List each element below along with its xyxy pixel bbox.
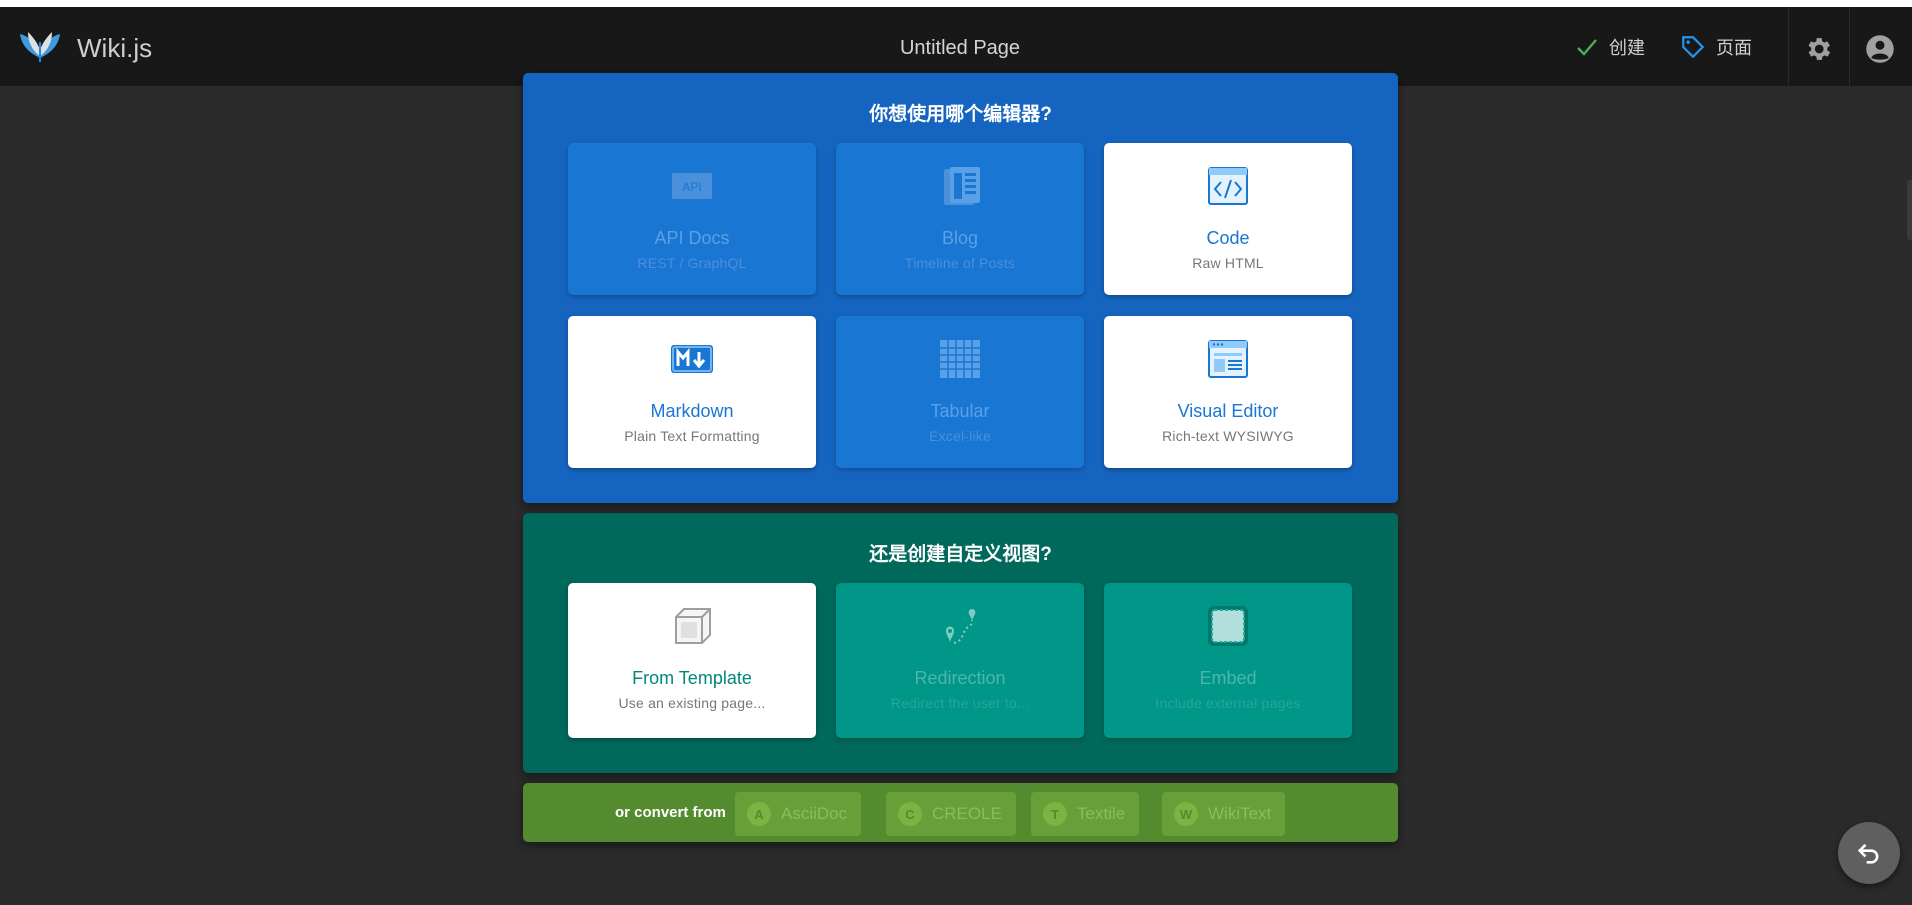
editor-panel: 你想使用哪个编辑器? API API Docs REST / GraphQL B… <box>523 73 1398 503</box>
card-title: Visual Editor <box>1177 401 1279 421</box>
api-icon: API <box>672 173 712 199</box>
embed-icon <box>1208 606 1248 646</box>
undo-fab-button[interactable] <box>1838 822 1900 884</box>
custom-view-panel: 还是创建自定义视图? From Template Use an existing… <box>523 513 1398 773</box>
card-title: Blog <box>941 228 979 248</box>
editor-card-api-docs[interactable]: API API Docs REST / GraphQL <box>568 143 816 295</box>
card-title: From Template <box>632 668 752 688</box>
chip-label: AsciiDoc <box>781 804 848 823</box>
create-button[interactable]: 创建 <box>1575 29 1645 65</box>
card-subtitle: Include external pages <box>1155 695 1301 711</box>
chip-label: Textile <box>1077 804 1126 823</box>
account-icon[interactable] <box>1865 34 1895 64</box>
card-subtitle: REST / GraphQL <box>637 255 747 271</box>
editor-card-code[interactable]: Code Raw HTML <box>1104 143 1352 295</box>
page-label: 页面 <box>1716 38 1752 58</box>
markdown-icon <box>671 345 713 373</box>
cube-icon <box>675 608 711 644</box>
header-divider <box>1849 7 1850 86</box>
convert-chip-wikitext[interactable]: W WikiText <box>1162 792 1286 836</box>
card-subtitle: Use an existing page... <box>618 695 766 711</box>
top-strip <box>0 0 1912 7</box>
editor-panel-heading: 你想使用哪个编辑器? <box>869 104 1052 125</box>
code-icon <box>1208 167 1248 205</box>
svg-text:API: API <box>682 180 701 194</box>
convert-panel: or convert from A AsciiDoc C CREOLE T Te… <box>523 783 1398 842</box>
card-subtitle: Raw HTML <box>1192 255 1264 271</box>
visual-editor-icon <box>1208 340 1248 378</box>
blog-icon <box>944 167 980 205</box>
editor-card-markdown[interactable]: Markdown Plain Text Formatting <box>568 316 816 468</box>
chip-avatar: W <box>1174 802 1198 826</box>
wikijs-logo-icon[interactable] <box>18 28 62 64</box>
convert-chip-asciidoc[interactable]: A AsciiDoc <box>735 792 862 836</box>
page-properties-button[interactable]: 页面 <box>1680 29 1752 65</box>
brand-name[interactable]: Wiki.js <box>77 33 153 63</box>
custom-card-redirection[interactable]: Redirection Redirect the user to... <box>836 583 1084 738</box>
convert-chip-textile[interactable]: T Textile <box>1031 792 1140 836</box>
convert-label: or convert from <box>615 804 726 821</box>
side-drawer-handle[interactable] <box>1907 180 1912 240</box>
custom-panel-heading: 还是创建自定义视图? <box>869 544 1052 565</box>
create-label: 创建 <box>1609 38 1645 58</box>
card-title: Markdown <box>650 401 734 421</box>
table-icon <box>940 340 980 378</box>
card-title: Code <box>1206 228 1250 248</box>
card-title: Embed <box>1199 668 1257 688</box>
chip-label: CREOLE <box>932 804 1002 823</box>
card-title: Tabular <box>930 401 990 421</box>
gear-icon[interactable] <box>1803 34 1833 64</box>
card-title: API Docs <box>654 228 730 248</box>
editor-card-visual-editor[interactable]: Visual Editor Rich-text WYSIWYG <box>1104 316 1352 468</box>
convert-chip-creole[interactable]: C CREOLE <box>886 792 1016 836</box>
chip-avatar: T <box>1043 802 1067 826</box>
check-icon <box>1577 39 1597 56</box>
card-subtitle: Redirect the user to... <box>890 695 1030 711</box>
chip-avatar: A <box>747 802 771 826</box>
page-title: Untitled Page <box>899 37 1021 59</box>
card-title: Redirection <box>914 668 1006 688</box>
card-subtitle: Plain Text Formatting <box>624 428 760 444</box>
card-subtitle: Rich-text WYSIWYG <box>1162 428 1294 444</box>
chip-avatar: C <box>898 802 922 826</box>
custom-card-from-template[interactable]: From Template Use an existing page... <box>568 583 816 738</box>
card-subtitle: Timeline of Posts <box>904 255 1016 271</box>
editor-card-blog[interactable]: Blog Timeline of Posts <box>836 143 1084 295</box>
app-header: Wiki.js Untitled Page 创建 页面 <box>0 7 1912 86</box>
custom-card-embed[interactable]: Embed Include external pages <box>1104 583 1352 738</box>
header-divider <box>1788 7 1789 86</box>
chip-label: WikiText <box>1208 804 1272 823</box>
route-icon <box>946 609 976 644</box>
editor-card-tabular[interactable]: Tabular Excel-like <box>836 316 1084 468</box>
card-subtitle: Excel-like <box>929 428 991 444</box>
undo-icon <box>1857 843 1879 864</box>
tag-icon <box>1682 36 1705 59</box>
